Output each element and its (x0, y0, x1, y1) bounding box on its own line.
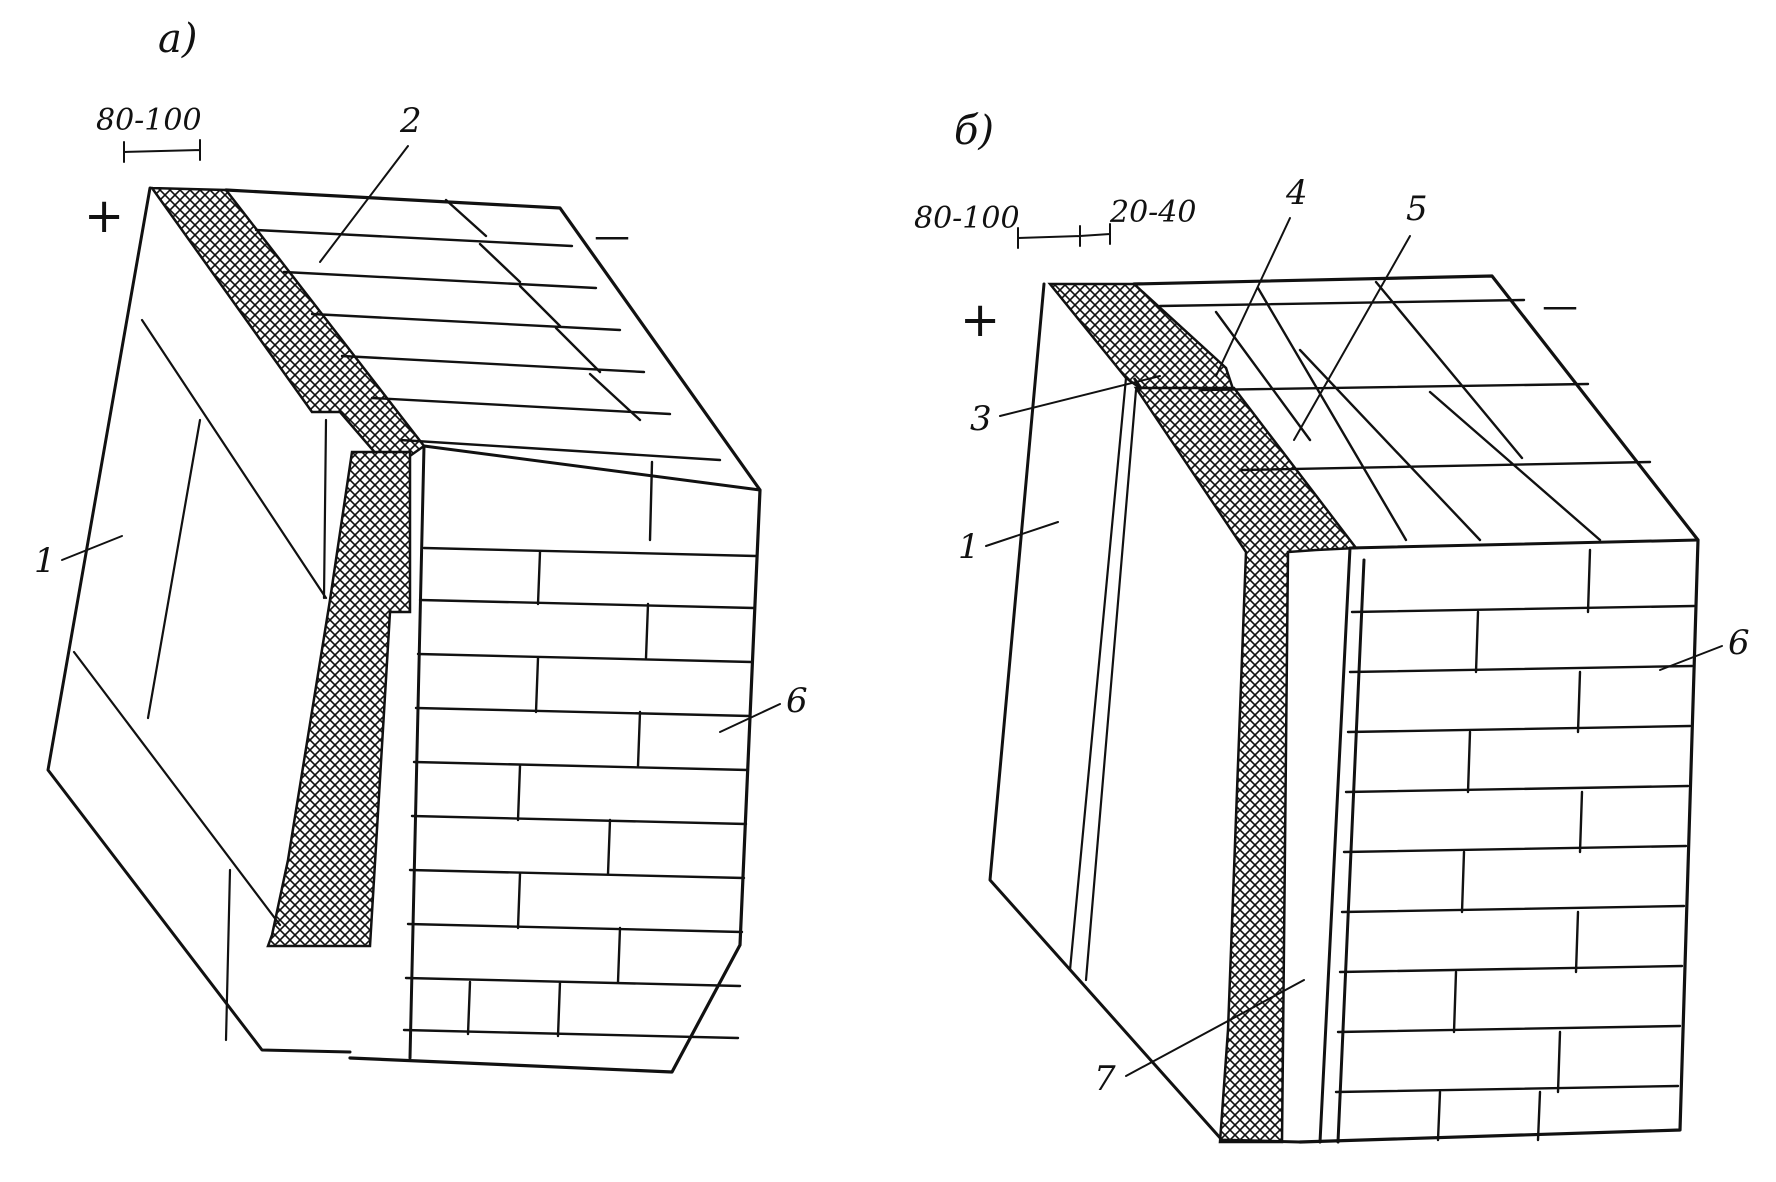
panel-b-leader-5 (1293, 235, 1411, 441)
panel-b-brick-front-rows (1334, 548, 1696, 1142)
panel-a: а) 80-100 + — 2 1 6 (34, 16, 808, 1074)
panel-a-inner-wall-edge (322, 418, 328, 600)
panel-a-callout-6: 6 (786, 681, 808, 721)
panel-a-callout-1: 1 (34, 541, 56, 581)
panel-b: б) 80-100 20-40 + — 4 5 3 (914, 108, 1750, 1144)
panel-a-brick-front-rows (402, 546, 758, 1040)
panel-b-leader-1 (985, 521, 1059, 547)
panel-b-dim1-label: 80-100 (914, 201, 1020, 236)
panel-b-brick-top-rows (1158, 280, 1652, 542)
panel-a-insulation-vertical (266, 450, 412, 948)
panel-a-plus: + (84, 188, 124, 244)
panel-a-inner-wall-outline (46, 186, 352, 1054)
panel-b-leader-7 (1125, 979, 1305, 1077)
panel-a-brick-top-rows (254, 198, 722, 542)
panel-a-callout-2: 2 (399, 101, 422, 141)
panel-b-callout-5: 5 (1406, 189, 1428, 229)
panel-a-leader-1 (61, 535, 123, 561)
panel-b-inner-wall-joints (1068, 376, 1138, 982)
panel-b-dim2-label: 20-40 (1109, 195, 1196, 230)
panel-b-dim-lines (1017, 223, 1111, 249)
panel-a-leader-2 (319, 145, 409, 263)
panel-a-brick-corner (408, 444, 762, 1060)
panel-a-dim-line (123, 139, 201, 163)
panel-b-plus: + (960, 292, 1000, 348)
panel-b-minus: — (1542, 286, 1578, 327)
panel-a-minus: — (594, 216, 630, 257)
panel-b-callout-4: 4 (1285, 173, 1308, 213)
panel-b-leader-4 (1215, 217, 1291, 377)
panel-b-leader-3 (999, 375, 1161, 417)
panel-b-brick-corner (1318, 538, 1700, 1144)
panel-b-title: б) (954, 108, 994, 154)
panel-b-callout-7: 7 (1094, 1059, 1116, 1099)
panel-b-leader-6 (1659, 645, 1723, 671)
panel-a-leader-6 (719, 703, 781, 733)
panel-b-callout-1: 1 (958, 527, 980, 567)
panel-b-inner-wall-outline (988, 282, 1302, 1144)
panel-a-insulation-top (149, 186, 426, 472)
panel-a-dim-label: 80-100 (96, 103, 202, 138)
panel-a-title: а) (158, 16, 197, 62)
panel-b-callout-3: 3 (970, 399, 992, 439)
panel-a-inner-wall-joints (72, 318, 328, 1042)
panel-b-insulation-vertical (1133, 386, 1359, 1144)
panel-b-callout-6: 6 (1728, 623, 1750, 663)
